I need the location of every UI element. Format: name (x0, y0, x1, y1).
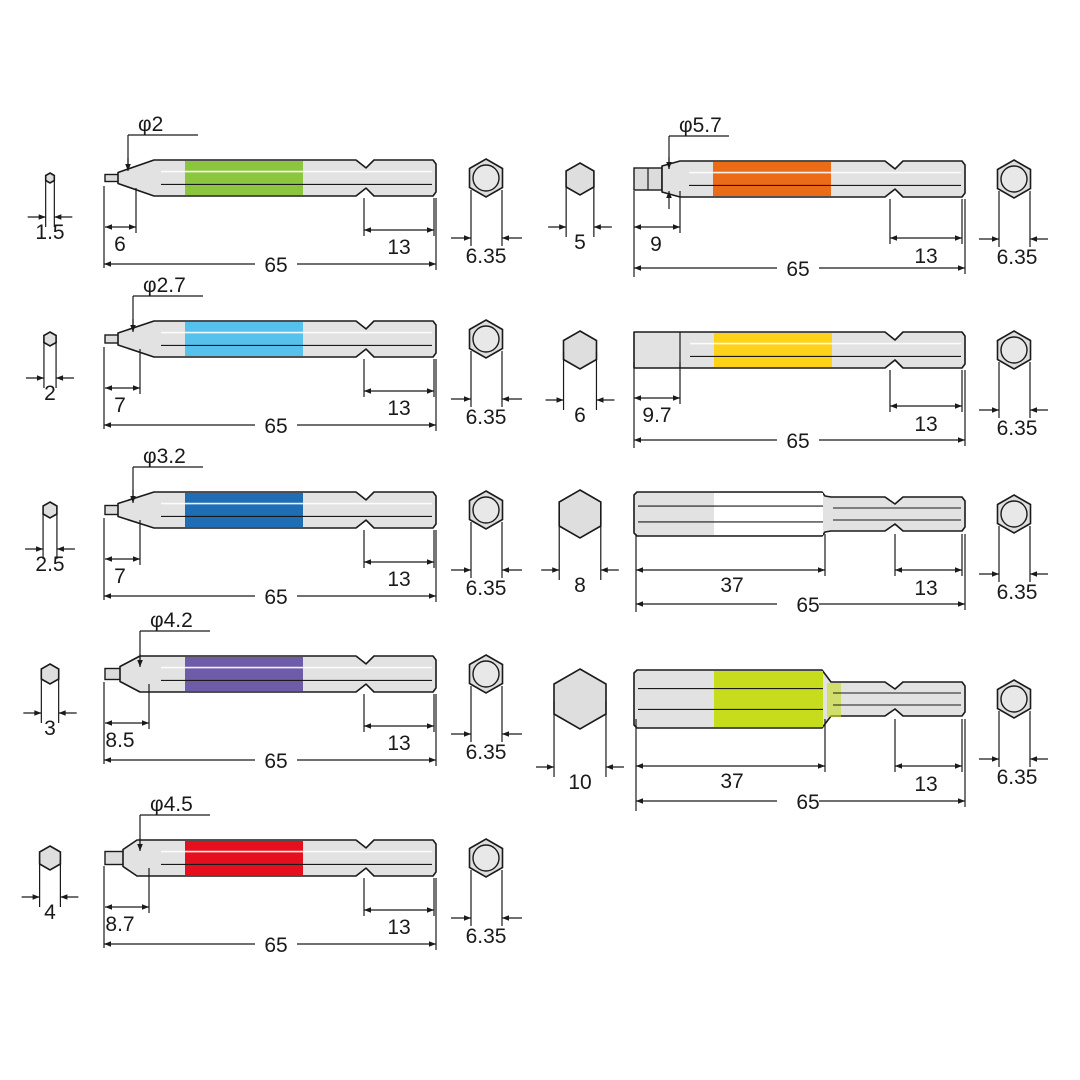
diameter-label: φ5.7 (679, 114, 722, 137)
shank-end-circle-icon (472, 496, 500, 524)
color-band (185, 161, 303, 195)
total-length-label: 65 (264, 586, 287, 609)
shank-hex-label: 6.35 (997, 246, 1038, 269)
shank-end-circle-icon (1000, 685, 1028, 713)
diameter-label: φ4.2 (150, 609, 193, 632)
tip-hex-icon (562, 330, 598, 370)
shank-length-label: 13 (914, 577, 937, 600)
bit-row-right-1: 5 φ5.7 9 13 65 6.35 (548, 114, 1048, 281)
hex-size-label: 10 (568, 771, 591, 794)
total-length-label: 65 (264, 254, 287, 277)
tip-length-label: 7 (114, 565, 126, 588)
hex-tip (104, 850, 126, 866)
shank-end-circle-icon (1000, 165, 1028, 193)
hex-size-label: 2 (44, 382, 56, 405)
shank-end-circle-icon (472, 164, 500, 192)
tip-length-label: 37 (720, 770, 743, 793)
hex-size-label: 8 (574, 574, 586, 597)
total-length-label: 65 (786, 258, 809, 281)
shank-end-circle-icon (472, 844, 500, 872)
tip-hex-icon (553, 668, 607, 730)
total-length-label: 65 (264, 750, 287, 773)
shank-length-label: 13 (914, 245, 937, 268)
label-backdrop (255, 250, 297, 274)
shank-end-circle-icon (1000, 500, 1028, 528)
color-band (714, 333, 832, 367)
bit-row-right-4: 10 37 13 65 6.35 (536, 668, 1048, 814)
total-length-label: 65 (264, 934, 287, 957)
shank-hex-label: 6.35 (466, 741, 507, 764)
shank-length-label: 13 (387, 397, 410, 420)
diameter-label: φ2.7 (143, 274, 186, 297)
label-backdrop (777, 254, 819, 278)
color-band (714, 671, 823, 727)
tip-length-label: 37 (720, 574, 743, 597)
diameter-label: φ3.2 (143, 445, 186, 468)
shank-length-label: 13 (387, 236, 410, 259)
hex-size-label: 5 (574, 231, 586, 254)
label-backdrop (255, 582, 297, 606)
label-backdrop (255, 930, 297, 954)
color-band (185, 841, 303, 875)
label-backdrop (777, 590, 819, 614)
tip-length-label: 9 (650, 233, 662, 256)
tip-length-label: 9.7 (642, 404, 671, 427)
shank-end-circle-icon (1000, 336, 1028, 364)
label-backdrop (255, 411, 297, 435)
tip-length-label: 7 (114, 394, 126, 417)
shank-length-label: 13 (914, 413, 937, 436)
bit-row-right-3: 8 37 13 65 6.35 (541, 489, 1048, 617)
color-band (185, 493, 303, 527)
color-band (185, 657, 303, 691)
hex-size-label: 4 (44, 901, 56, 924)
hex-size-label: 3 (44, 717, 56, 740)
shank-length-label: 13 (914, 773, 937, 796)
label-backdrop (255, 746, 297, 770)
shank-length-label: 13 (387, 916, 410, 939)
shank-end-circle-icon (472, 325, 500, 353)
shank-hex-label: 6.35 (997, 766, 1038, 789)
tip-hex-icon (44, 172, 56, 184)
tip-hex-icon (565, 162, 595, 196)
label-backdrop (777, 426, 819, 450)
shank-length-label: 13 (387, 568, 410, 591)
tip-length-label: 6 (114, 233, 126, 256)
diameter-label: φ2 (138, 113, 163, 136)
diameter-label: φ4.5 (150, 793, 193, 816)
color-band (185, 322, 303, 356)
bit-row-right-2: 6 9.7 13 65 6.35 (545, 330, 1048, 453)
bit-row-left-2: 2 φ2.7 7 13 65 6.35 (25, 274, 522, 438)
total-length-label: 65 (796, 594, 819, 617)
color-band (714, 493, 823, 535)
shank-length-label: 13 (387, 732, 410, 755)
tip-length-label: 8.7 (105, 913, 134, 936)
bit-row-left-4: 3 φ4.2 8.5 13 65 6.35 (23, 609, 522, 773)
hex-size-label: 1.5 (35, 221, 64, 244)
shank-hex-label: 6.35 (466, 406, 507, 429)
tip-hex-icon (38, 845, 62, 871)
tip-hex-icon (42, 501, 58, 519)
label-backdrop (777, 787, 819, 811)
bit-row-left-5: 4 φ4.5 8.7 13 65 6.35 (21, 793, 522, 957)
total-length-label: 65 (796, 791, 819, 814)
shank-hex-label: 6.35 (466, 245, 507, 268)
total-length-label: 65 (264, 415, 287, 438)
tip-hex-icon (40, 663, 60, 685)
hex-size-label: 2.5 (35, 553, 64, 576)
shank-hex-label: 6.35 (466, 925, 507, 948)
bit-row-left-3: 2.5 φ3.2 7 13 65 6.35 (25, 445, 522, 609)
tip-hex-icon (43, 331, 57, 347)
hex-size-label: 6 (574, 404, 586, 427)
total-length-label: 65 (786, 430, 809, 453)
color-band-fade (827, 683, 841, 717)
tip-length-label: 8.5 (105, 729, 134, 752)
tip-hex-icon (558, 489, 602, 539)
color-band (713, 162, 831, 196)
shank-end-circle-icon (472, 660, 500, 688)
shank-hex-label: 6.35 (997, 417, 1038, 440)
shank-hex-label: 6.35 (466, 577, 507, 600)
bit-row-left-1: 1.5 φ2 6 13 65 6.35 (27, 113, 522, 277)
shank-hex-label: 6.35 (997, 581, 1038, 604)
